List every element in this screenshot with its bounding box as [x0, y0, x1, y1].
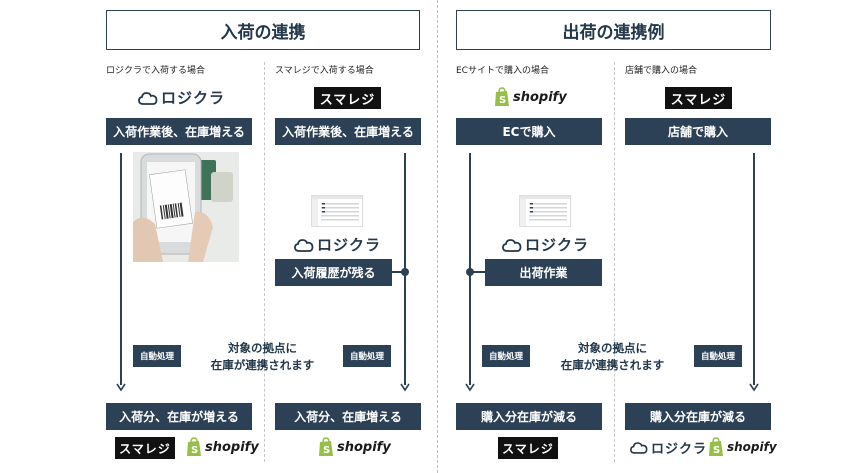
column-4-bottom-box: 購入分在庫が減る	[625, 403, 771, 430]
column-2-middle-box: 入荷履歴が残る	[275, 259, 392, 286]
smaregi-logo-bottom-c3: スマレジ	[498, 437, 558, 459]
svg-text:S: S	[323, 445, 330, 456]
svg-text:S: S	[713, 445, 720, 456]
column-3-arrow-head	[465, 383, 475, 392]
column-2-top-box: 入荷作業後、在庫増える	[275, 118, 421, 145]
shopify-bag-icon: S	[187, 437, 201, 456]
smaregi-logo-bottom-c1: スマレジ	[115, 437, 175, 459]
column-4-subtitle: 店舗で購入の場合	[625, 66, 698, 76]
logikura-logo-text: ロジクラ	[525, 236, 590, 254]
column-2-connector	[392, 271, 404, 273]
column-3-middle-box: 出荷作業	[485, 259, 602, 286]
logikura-logo-text: ロジクラ	[651, 442, 708, 457]
outbound-center-text: 対象の拠点に 在庫が連携されます	[550, 340, 675, 374]
column-4-flow-line	[753, 153, 755, 385]
smaregi-logo-top-store: スマレジ	[665, 87, 732, 109]
svg-text:S: S	[499, 95, 506, 106]
column-3-subtitle: ECサイトで購入の場合	[456, 66, 549, 76]
column-4-top-box: 店舗で購入	[625, 118, 771, 145]
column-2-arrow-head	[400, 383, 410, 392]
svg-text:S: S	[191, 445, 198, 456]
smaregi-logo-top: スマレジ	[314, 87, 381, 109]
logikura-logo-middle-c2: ロジクラ	[294, 234, 381, 255]
shopify-logo-bottom-c1: S shopify	[186, 437, 259, 457]
inbound-center-text-line2: 在庫が連携されます	[210, 358, 315, 372]
shopify-logo-text: shopify	[513, 89, 567, 105]
column-1-subtitle: ロジクラで入荷する場合	[106, 66, 206, 76]
shopify-bag-icon: S	[319, 437, 333, 456]
column-4-arrow-head	[749, 383, 759, 392]
outbound-center-text-line1: 対象の拠点に	[578, 341, 647, 355]
logikura-logo-middle-c3: ロジクラ	[502, 234, 589, 255]
logikura-screen-thumbnail-c3	[519, 195, 571, 227]
inbound-center-text: 対象の拠点に 在庫が連携されます	[200, 340, 325, 374]
shopify-logo-text: shopify	[337, 439, 391, 455]
outbound-section-title: 出荷の連携例	[456, 10, 771, 50]
cloud-icon	[630, 442, 648, 454]
column-1-bottom-box: 入荷分、在庫が増える	[106, 403, 252, 430]
column-1-auto-label: 自動処理	[133, 345, 181, 367]
column-2-bottom-box: 入荷分、在庫増える	[275, 403, 421, 430]
column-1-top-box: 入荷作業後、在庫増える	[106, 118, 252, 145]
column-3-auto-label: 自動処理	[482, 345, 530, 367]
logikura-logo-top: ロジクラ	[138, 87, 225, 108]
column-3-connector	[470, 271, 485, 273]
column-1-flow-line	[120, 153, 122, 385]
shopify-bag-icon: S	[495, 87, 509, 106]
shopify-logo-text: shopify	[727, 440, 777, 454]
shopify-bag-icon: S	[709, 437, 723, 456]
center-divider	[437, 0, 438, 473]
column-1-arrow-head	[116, 383, 126, 392]
inbound-section-title: 入荷の連携	[106, 10, 420, 50]
shopify-logo-bottom-c2: S shopify	[318, 437, 391, 457]
column-divider-left	[264, 62, 265, 462]
shopify-logo-text: shopify	[205, 439, 259, 455]
inbound-center-text-line1: 対象の拠点に	[228, 341, 297, 355]
shopify-logo-top: S shopify	[494, 87, 567, 107]
logikura-logo-text: ロジクラ	[317, 236, 382, 254]
logikura-logo-bottom-c4: ロジクラ	[630, 438, 707, 457]
column-4-auto-label: 自動処理	[694, 345, 742, 367]
cloud-icon	[502, 238, 522, 252]
logikura-logo-text: ロジクラ	[161, 89, 226, 107]
column-3-top-box: ECで購入	[456, 118, 602, 145]
column-divider-right	[614, 62, 615, 462]
outbound-center-text-line2: 在庫が連携されます	[560, 358, 665, 372]
column-2-subtitle: スマレジで入荷する場合	[275, 66, 374, 76]
cloud-icon	[294, 238, 314, 252]
column-2-connector-dot	[401, 268, 409, 276]
shopify-logo-bottom-c4: S shopify	[708, 437, 777, 457]
cloud-icon	[138, 91, 158, 105]
column-3-connector-dot	[466, 268, 474, 276]
phone-scan-photo	[133, 152, 239, 262]
column-2-auto-label: 自動処理	[343, 345, 391, 367]
logikura-screen-thumbnail-c2	[311, 195, 363, 227]
column-3-bottom-box: 購入分在庫が減る	[456, 403, 602, 430]
